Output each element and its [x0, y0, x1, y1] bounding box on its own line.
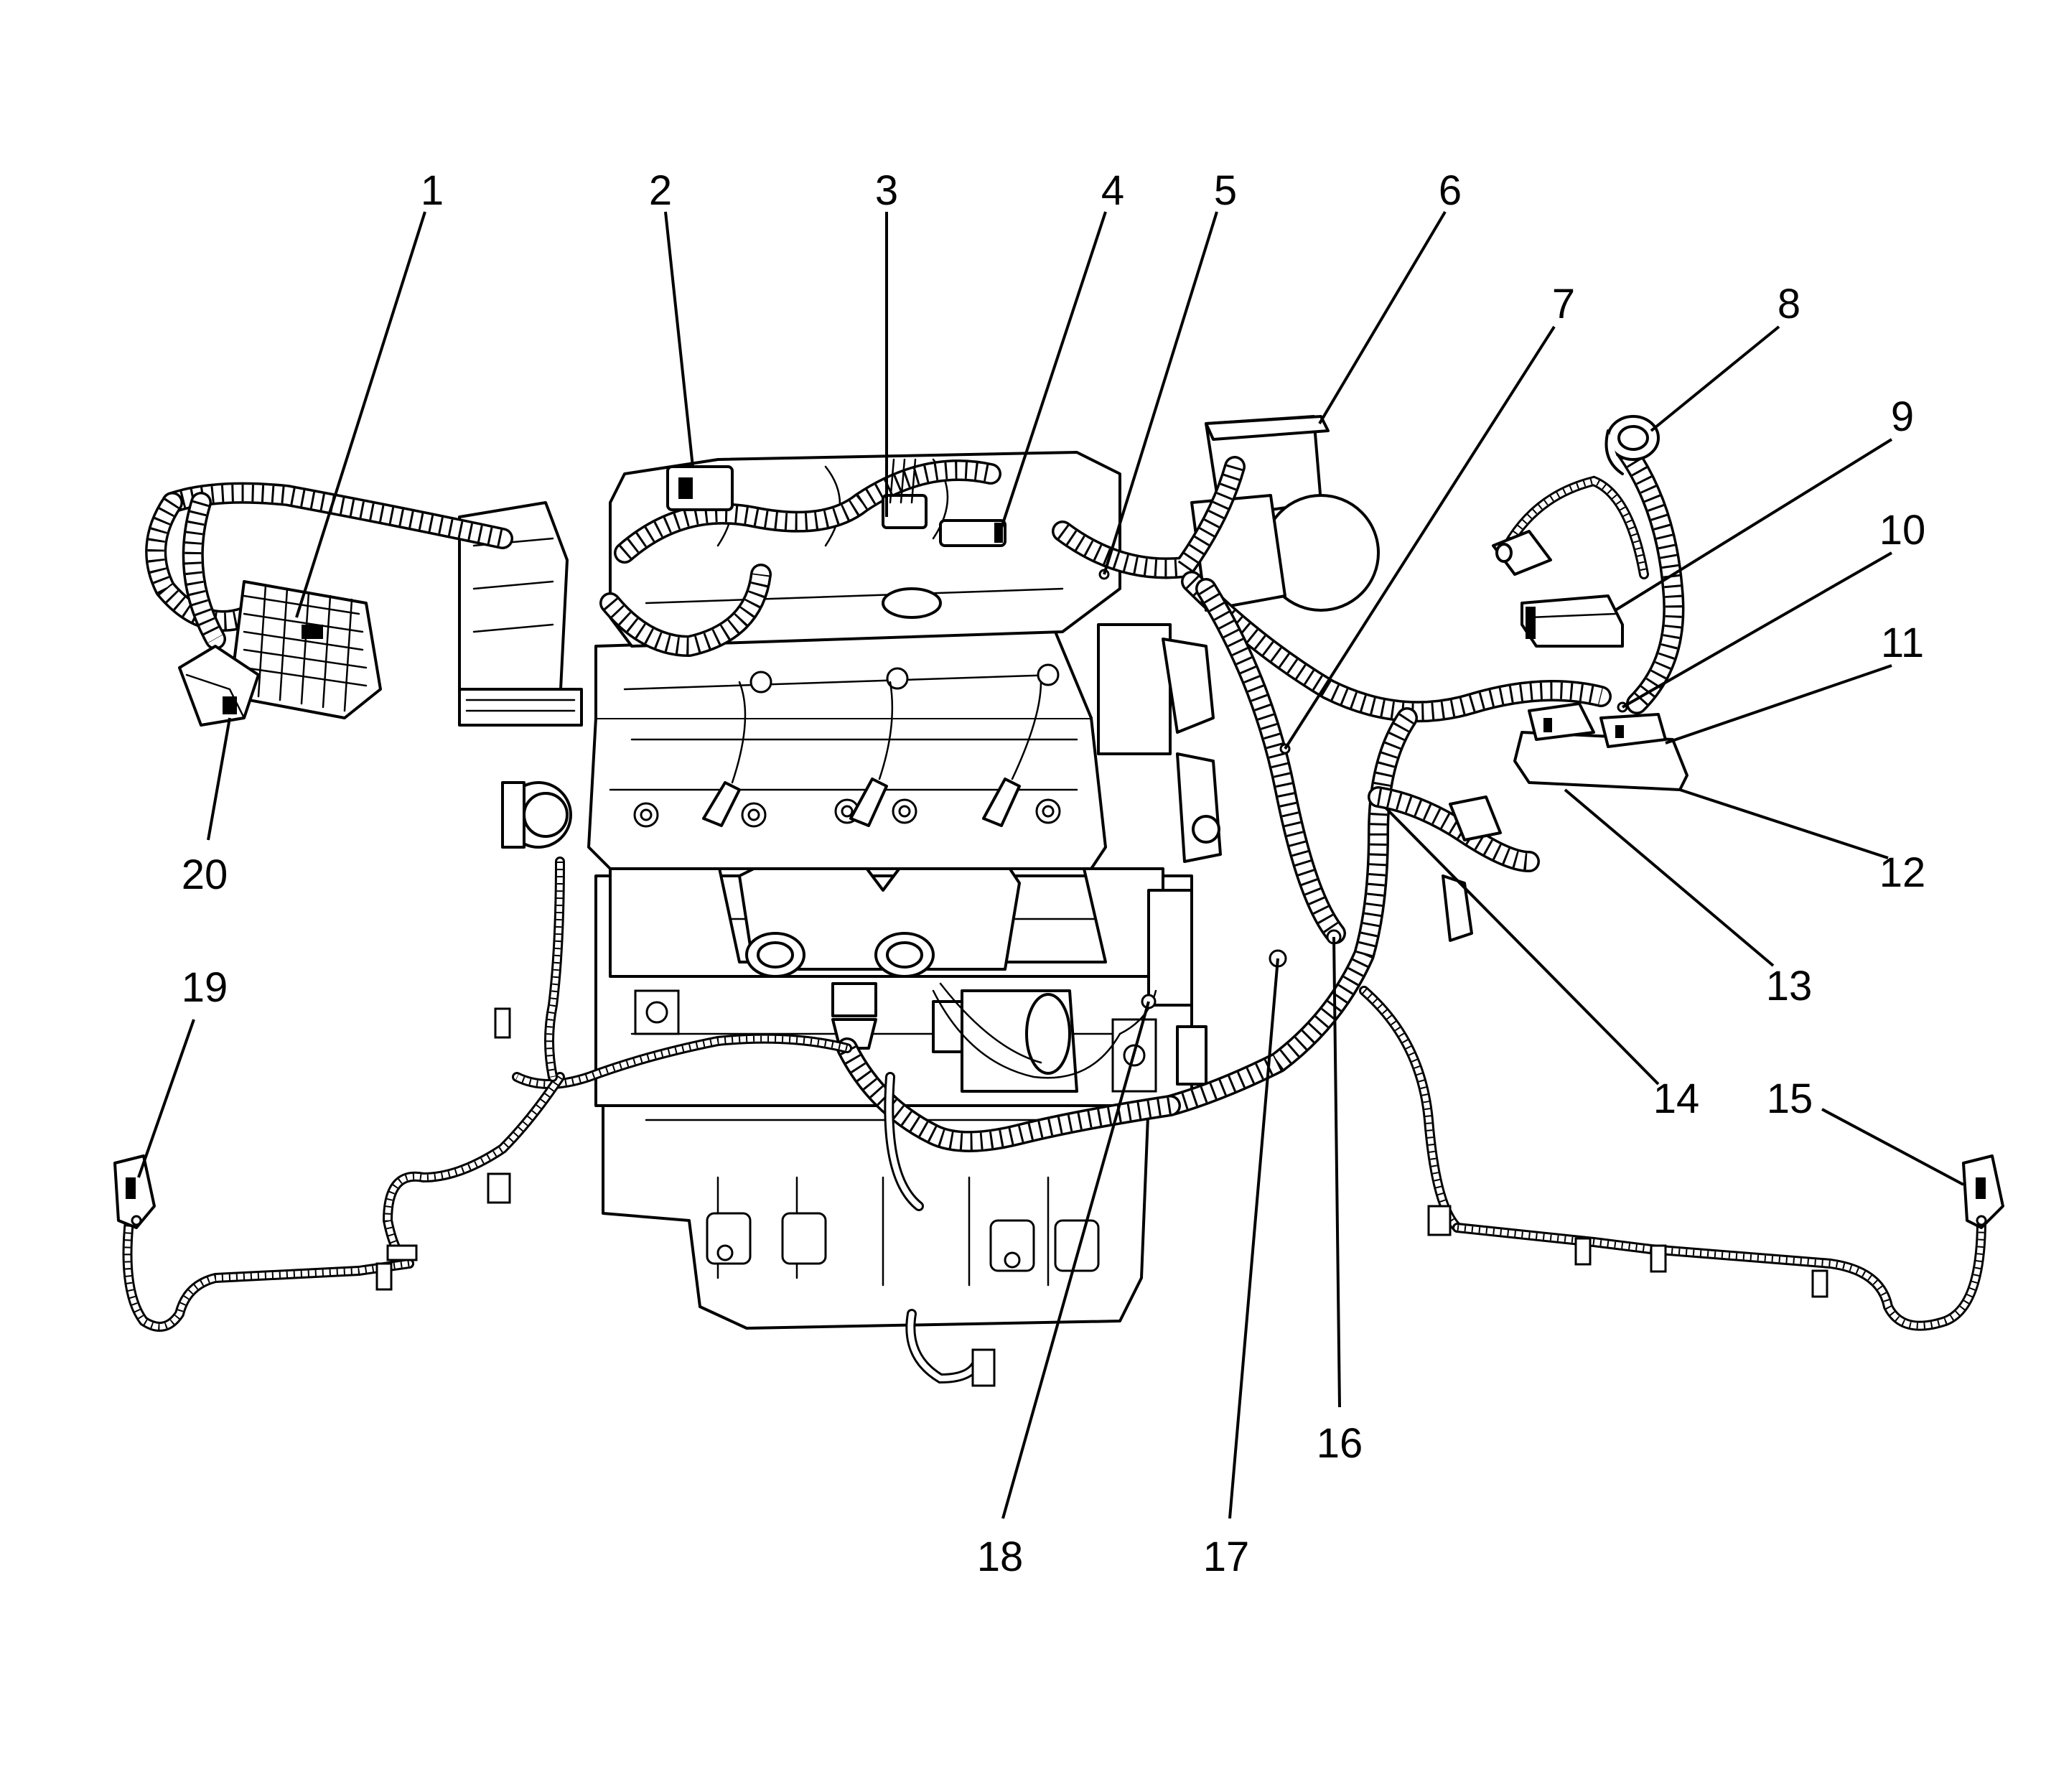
callout-1: 1	[421, 167, 444, 214]
callout-8: 8	[1778, 281, 1800, 327]
callout-17: 17	[1203, 1534, 1250, 1580]
connector-9	[1521, 594, 1624, 648]
callout-12: 12	[1879, 849, 1926, 896]
callout-11: 11	[1881, 620, 1924, 666]
callout-15: 15	[1767, 1075, 1813, 1122]
leader-lines	[137, 210, 1964, 1519]
connector-small-top-right	[1492, 530, 1552, 576]
callout-6: 6	[1439, 167, 1462, 214]
head-bolts	[633, 663, 1061, 828]
callout-2: 2	[649, 167, 672, 214]
harness-branch-8-9	[1503, 434, 1685, 714]
callout-7: 7	[1552, 281, 1575, 327]
harness-bottom	[122, 857, 1181, 1384]
engine-assembly	[458, 415, 1380, 1330]
callout-labels: 1 2 3 4 5 6 7 8 9 10 11 12 13 14 15 16 1…	[182, 167, 1926, 1580]
harness-clips	[375, 1007, 1828, 1387]
callout-16: 16	[1317, 1420, 1363, 1467]
connector-20	[178, 645, 260, 727]
connector-2	[666, 465, 734, 511]
callout-18: 18	[977, 1534, 1024, 1580]
fuse-relay-block-11-12-13	[1513, 702, 1688, 791]
ignition-coil-boots	[702, 681, 1042, 827]
harness-trunk-right	[1181, 571, 1612, 944]
callout-14: 14	[1653, 1075, 1700, 1122]
connector-6	[1205, 415, 1330, 441]
harness-trunk-top	[599, 456, 1246, 657]
starter-motor	[831, 982, 1078, 1093]
callout-3: 3	[875, 167, 898, 214]
throttle-body	[1190, 415, 1380, 612]
connector-19	[113, 1154, 156, 1229]
callout-4: 4	[1101, 167, 1124, 214]
right-side-components	[1097, 623, 1222, 1086]
connector-3	[882, 458, 928, 529]
engine-wiring-harness	[122, 434, 1986, 1384]
connector-4	[939, 519, 1006, 547]
callout-19: 19	[182, 964, 228, 1011]
front-accessories	[458, 501, 583, 849]
callout-13: 13	[1766, 963, 1813, 1009]
callout-9: 9	[1891, 393, 1914, 440]
connector-8-grommet	[1604, 415, 1660, 475]
connector-15	[1962, 1154, 2004, 1229]
harness-trunk-top-left	[145, 482, 513, 650]
callout-10: 10	[1879, 507, 1926, 554]
callout-20: 20	[182, 851, 228, 898]
callout-5: 5	[1214, 167, 1237, 214]
